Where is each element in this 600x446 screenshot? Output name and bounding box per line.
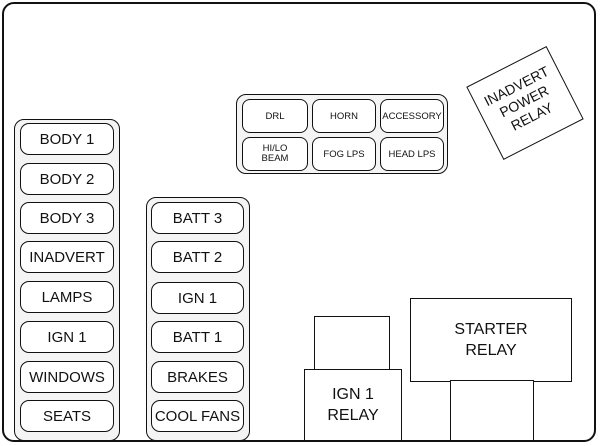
fuse-batt-2[interactable]: BATT 2 <box>151 241 244 273</box>
fuse-fog-lps[interactable]: FOG LPS <box>312 137 376 171</box>
starter-relay-line-1: STARTER <box>454 321 528 338</box>
fuse-batt-3[interactable]: BATT 3 <box>151 202 244 234</box>
fuse-body-2[interactable]: BODY 2 <box>20 163 114 195</box>
ign1-relay-tab <box>314 316 390 372</box>
fuse-horn[interactable]: HORN <box>312 99 376 133</box>
fuse-brakes[interactable]: BRAKES <box>151 361 244 393</box>
starter-relay[interactable]: STARTER RELAY <box>410 298 572 382</box>
fuse-ign-1-mid[interactable]: IGN 1 <box>151 282 244 314</box>
fuse-head-lps[interactable]: HEAD LPS <box>380 137 444 171</box>
fuse-lamps[interactable]: LAMPS <box>20 281 114 313</box>
starter-relay-line-2: RELAY <box>465 342 517 359</box>
fuse-cool-fans[interactable]: COOL FANS <box>151 400 244 432</box>
fuse-hi-lo-beam[interactable]: HI/LO BEAM <box>242 137 308 171</box>
fuse-batt-1[interactable]: BATT 1 <box>151 321 244 353</box>
fuse-body-3[interactable]: BODY 3 <box>20 202 114 234</box>
fuse-hi-lo-beam-line-1: HI/LO <box>262 143 288 154</box>
fuse-drl[interactable]: DRL <box>242 99 308 133</box>
fuse-seats[interactable]: SEATS <box>20 400 114 432</box>
fuse-accessory[interactable]: ACCESSORY <box>380 99 444 133</box>
fuse-hi-lo-beam-line-2: BEAM <box>261 153 289 164</box>
fuse-windows[interactable]: WINDOWS <box>20 361 114 393</box>
fuse-inadvert[interactable]: INADVERT <box>20 241 114 273</box>
ign1-relay-line-1: IGN 1 <box>332 386 374 403</box>
starter-relay-label: STARTER RELAY <box>411 319 571 361</box>
ign1-relay-label: IGN 1 RELAY <box>305 384 401 426</box>
fuse-body-1[interactable]: BODY 1 <box>20 123 114 155</box>
ign1-relay-line-2: RELAY <box>327 407 379 424</box>
fuse-ign-1[interactable]: IGN 1 <box>20 321 114 353</box>
starter-relay-tab <box>450 380 534 441</box>
ign1-relay[interactable]: IGN 1 RELAY <box>304 369 402 441</box>
